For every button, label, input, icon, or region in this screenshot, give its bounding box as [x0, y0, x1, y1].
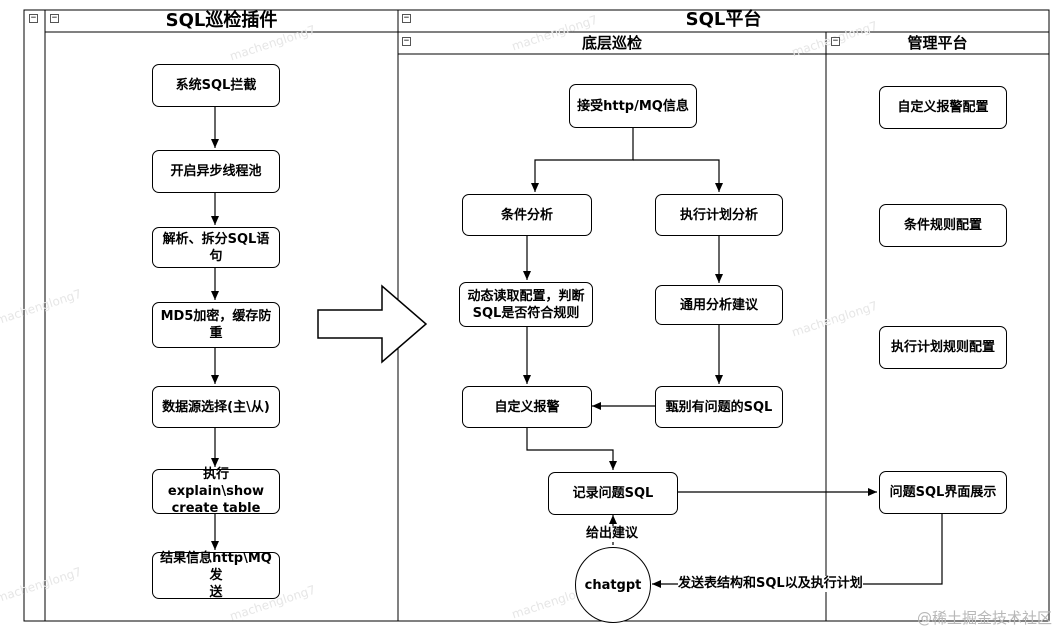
plugin-step-parse[interactable]: 解析、拆分SQL语句	[152, 227, 280, 268]
collapse-inspection-icon[interactable]: −	[402, 36, 411, 46]
plugin-step-thread-pool[interactable]: 开启异步线程池	[152, 150, 280, 193]
plan-rule-config-node[interactable]: 执行计划规则配置	[879, 326, 1007, 369]
outer-frame	[23, 9, 1050, 622]
advice-edge-label: 给出建议	[586, 526, 639, 542]
collapse-management-icon[interactable]: −	[831, 36, 840, 46]
platform-panel-title: SQL平台	[685, 9, 762, 30]
edge-customalert-record	[526, 428, 617, 470]
plan-analysis-node[interactable]: 执行计划分析	[655, 194, 783, 236]
plugin-step-intercept[interactable]: 系统SQL拦截	[152, 64, 280, 107]
management-panel-title: 管理平台	[907, 34, 968, 52]
edge-receive-plan	[633, 159, 723, 192]
swimlane-frames	[23, 9, 1050, 622]
plugin-step-send[interactable]: 结果信息http\MQ发 送	[152, 551, 280, 600]
condition-rule-config-node[interactable]: 条件规则配置	[879, 204, 1007, 247]
collapse-plugin-icon[interactable]: −	[29, 13, 38, 23]
edge-display-chatgpt	[652, 514, 943, 588]
condition-analysis-node[interactable]: 条件分析	[462, 194, 592, 236]
dynamic-config-node[interactable]: 动态读取配置，判断 SQL是否符合规则	[459, 282, 593, 327]
flow-hollow-arrow	[317, 284, 428, 364]
plugin-step-datasource[interactable]: 数据源选择(主\从)	[152, 386, 280, 428]
collapse-platform-icon[interactable]: −	[402, 13, 411, 23]
identify-problem-sql-node[interactable]: 甄别有问题的SQL	[655, 386, 783, 428]
receive-message-node[interactable]: 接受http/MQ信息	[569, 84, 697, 128]
plugin-step-md5[interactable]: MD5加密，缓存防 重	[152, 302, 280, 348]
inspection-panel-title: 底层巡检	[581, 34, 642, 52]
plugin-step-explain[interactable]: 执行explain\show create table	[152, 467, 280, 516]
collapse-plugin-title-icon[interactable]: −	[50, 13, 59, 23]
plugin-panel-title: SQL巡检插件	[165, 10, 278, 31]
problem-sql-display-node[interactable]: 问题SQL界面展示	[879, 471, 1007, 514]
record-problem-sql-node[interactable]: 记录问题SQL	[548, 472, 678, 515]
custom-alert-config-node[interactable]: 自定义报警配置	[879, 86, 1007, 129]
send-edge-label: 发送表结构和SQL以及执行计划	[678, 576, 863, 592]
credit-watermark: @稀土掘金技术社区	[916, 609, 1052, 627]
chatgpt-node[interactable]: chatgpt	[575, 547, 651, 623]
edge-receive-condition	[531, 128, 634, 192]
common-advice-node[interactable]: 通用分析建议	[655, 285, 783, 325]
custom-alert-node[interactable]: 自定义报警	[462, 386, 592, 428]
